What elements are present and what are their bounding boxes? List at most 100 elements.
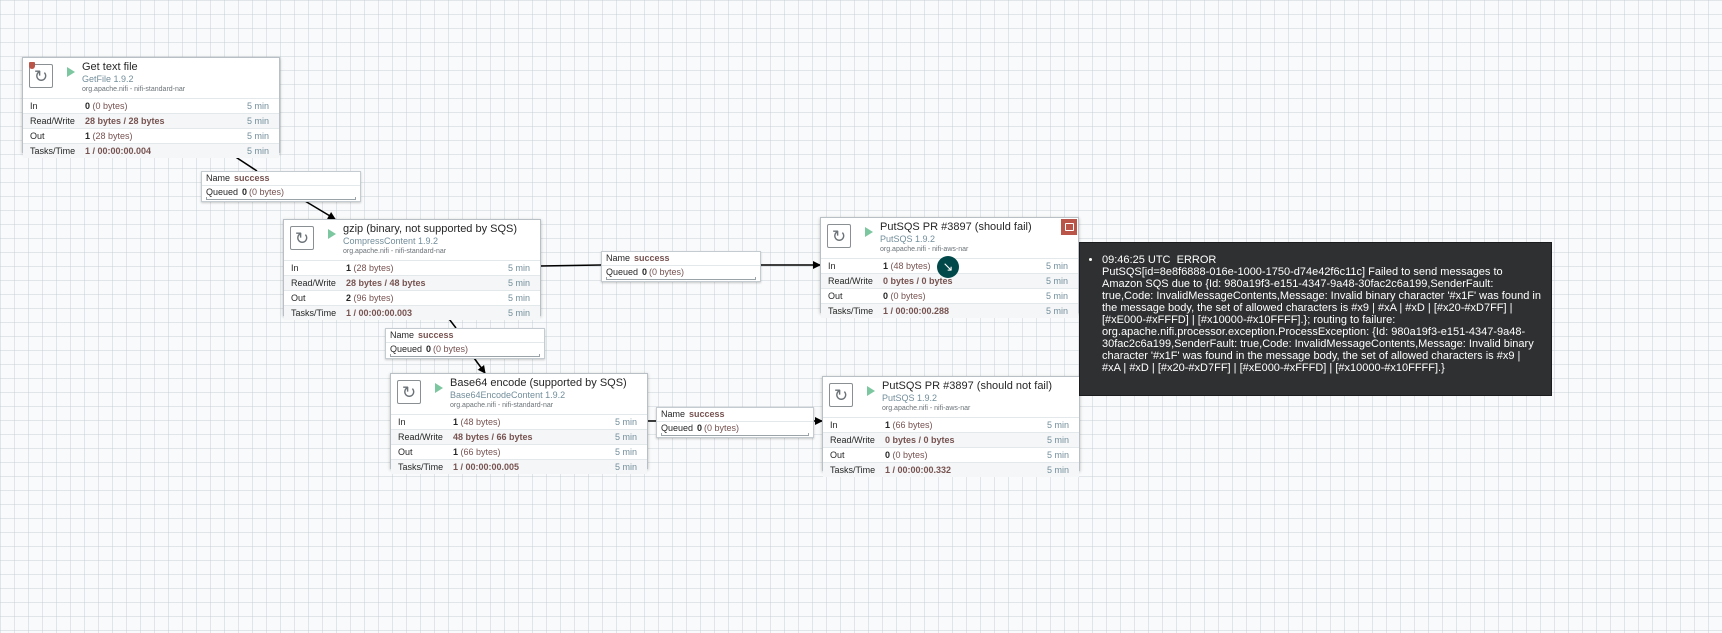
- stat-count: 1: [85, 131, 91, 141]
- stats-row-in: In 1 (48 bytes) 5 min: [391, 414, 647, 429]
- stat-time: 5 min: [246, 101, 269, 111]
- stat-size: (96 bytes): [353, 293, 394, 303]
- conn-name-label: Name: [606, 253, 631, 263]
- stat-label: In: [30, 101, 38, 111]
- mouse-pointer-icon: ↘: [937, 256, 959, 278]
- processor-base64-encode[interactable]: ↻ Base64 encode (supported by SQS) Base6…: [390, 373, 648, 474]
- stat-label: In: [291, 263, 299, 273]
- stat-label: Out: [398, 447, 413, 457]
- stats-row-in: In 1 (28 bytes) 5 min: [284, 260, 540, 275]
- stat-time: 5 min: [507, 263, 530, 273]
- stat-time: 5 min: [246, 116, 269, 126]
- stat-label: Read/Write: [830, 435, 875, 445]
- running-state-icon: [865, 227, 873, 237]
- stat-time: 5 min: [614, 432, 637, 442]
- stat-size: (0 bytes): [890, 291, 926, 301]
- stat-label: In: [830, 420, 838, 430]
- processor-gzip[interactable]: ↻ gzip (binary, not supported by SQS) Co…: [283, 219, 541, 320]
- processor-name: gzip (binary, not supported by SQS): [343, 223, 518, 235]
- stat-value: 1 / 00:00:00.332: [885, 465, 952, 475]
- processor-bundle: org.apache.nifi - nifi-standard-nar: [343, 248, 447, 255]
- running-state-icon: [435, 383, 443, 393]
- stats-row-tasks-time: Tasks/Time 1 / 00:00:00.288 5 min: [821, 303, 1078, 318]
- conn-queued-label: Queued: [206, 187, 239, 197]
- stats-row-read-write: Read/Write 48 bytes / 66 bytes 5 min: [391, 429, 647, 444]
- stats-row-in: In 0 (0 bytes) 5 min: [23, 98, 279, 113]
- stat-count: 0: [885, 450, 891, 460]
- conn-queued-count: 0: [697, 423, 703, 433]
- stat-label: Tasks/Time: [828, 306, 874, 316]
- stat-time: 5 min: [246, 146, 269, 156]
- conn-name-label: Name: [390, 330, 415, 340]
- stats-row-tasks-time: Tasks/Time 1 / 00:00:00.332 5 min: [823, 462, 1079, 477]
- stat-count: 1: [453, 447, 459, 457]
- bulletin-message: PutSQS[id=8e8f6888-016e-1000-1750-d74e42…: [1102, 266, 1541, 374]
- bulletin-timestamp: 09:46:25 UTC: [1102, 254, 1171, 266]
- stats-row-read-write: Read/Write 28 bytes / 28 bytes 5 min: [23, 113, 279, 128]
- stat-time: 5 min: [1046, 420, 1069, 430]
- processor-putsqs-should-not-fail[interactable]: ↻ PutSQS PR #3897 (should not fail) PutS…: [822, 376, 1080, 477]
- processor-bundle: org.apache.nifi - nifi-standard-nar: [450, 402, 554, 409]
- conn-queued-label: Queued: [606, 267, 639, 277]
- stat-label: Out: [30, 131, 45, 141]
- conn-name-value: success: [689, 409, 725, 419]
- stat-size: (28 bytes): [353, 263, 394, 273]
- processor-name: Get text file: [82, 61, 138, 73]
- restricted-shield-icon: [29, 62, 35, 69]
- processor-header: ↻ PutSQS PR #3897 (should fail) PutSQS 1…: [821, 218, 1078, 258]
- stat-time: 5 min: [507, 308, 530, 318]
- stat-time: 5 min: [507, 293, 530, 303]
- stat-label: In: [828, 261, 836, 271]
- stat-label: Out: [828, 291, 843, 301]
- stat-size: (66 bytes): [892, 420, 933, 430]
- conn-queued-size: (0 bytes): [433, 344, 469, 354]
- stat-size: (48 bytes): [890, 261, 931, 271]
- stat-size: (0 bytes): [892, 450, 928, 460]
- conn-queued-size: (0 bytes): [249, 187, 285, 197]
- conn-name-label: Name: [206, 173, 231, 183]
- stats-row-out: Out 2 (96 bytes) 5 min: [284, 290, 540, 305]
- stat-value: 0 bytes / 0 bytes: [885, 435, 955, 445]
- stat-label: Out: [291, 293, 306, 303]
- stat-label: Read/Write: [398, 432, 443, 442]
- conn-queued-label: Queued: [661, 423, 694, 433]
- stat-label: Read/Write: [30, 116, 75, 126]
- bulletin-icon[interactable]: [1061, 219, 1077, 235]
- stat-size: (0 bytes): [92, 101, 128, 111]
- processor-name: PutSQS PR #3897 (should fail): [880, 221, 1032, 233]
- stat-label: Out: [830, 450, 845, 460]
- stat-size: (48 bytes): [460, 417, 501, 427]
- stat-count: 1: [885, 420, 891, 430]
- processor-header: ↻ PutSQS PR #3897 (should not fail) PutS…: [823, 377, 1079, 417]
- stat-value: 1 / 00:00:00.003: [346, 308, 413, 318]
- stats-row-read-write: Read/Write 0 bytes / 0 bytes 5 min: [823, 432, 1079, 447]
- stat-value: 1 / 00:00:00.288: [883, 306, 950, 316]
- stats-row-tasks-time: Tasks/Time 1 / 00:00:00.004 5 min: [23, 143, 279, 158]
- processor-bundle: org.apache.nifi - nifi-standard-nar: [82, 86, 186, 93]
- bulletin-entry: 09:46:25 UTC ERROR PutSQS[id=8e8f6888-01…: [1102, 254, 1541, 374]
- stat-count: 0: [85, 101, 91, 111]
- processor-bundle: org.apache.nifi - nifi-aws-nar: [882, 405, 971, 412]
- stats-row-out: Out 0 (0 bytes) 5 min: [823, 447, 1079, 462]
- bulletin-tooltip: 09:46:25 UTC ERROR PutSQS[id=8e8f6888-01…: [1079, 242, 1552, 396]
- stat-time: 5 min: [1045, 276, 1068, 286]
- stat-value: 28 bytes / 48 bytes: [346, 278, 426, 288]
- bulletin-level: ERROR: [1176, 254, 1217, 266]
- stat-count: 1: [453, 417, 459, 427]
- running-state-icon: [328, 229, 336, 239]
- stat-count: 1: [346, 263, 352, 273]
- processor-type: PutSQS 1.9.2: [882, 393, 938, 403]
- running-state-icon: [867, 386, 875, 396]
- queue-progress-bar: [206, 197, 356, 200]
- processor-get-text-file[interactable]: ↻ Get text file GetFile 1.9.2 org.apache…: [22, 57, 280, 158]
- stat-count: 0: [883, 291, 889, 301]
- conn-queued-size: (0 bytes): [704, 423, 740, 433]
- stat-time: 5 min: [246, 131, 269, 141]
- processor-bundle: org.apache.nifi - nifi-aws-nar: [880, 246, 969, 253]
- conn-name-value: success: [418, 330, 454, 340]
- stats-row-read-write: Read/Write 28 bytes / 48 bytes 5 min: [284, 275, 540, 290]
